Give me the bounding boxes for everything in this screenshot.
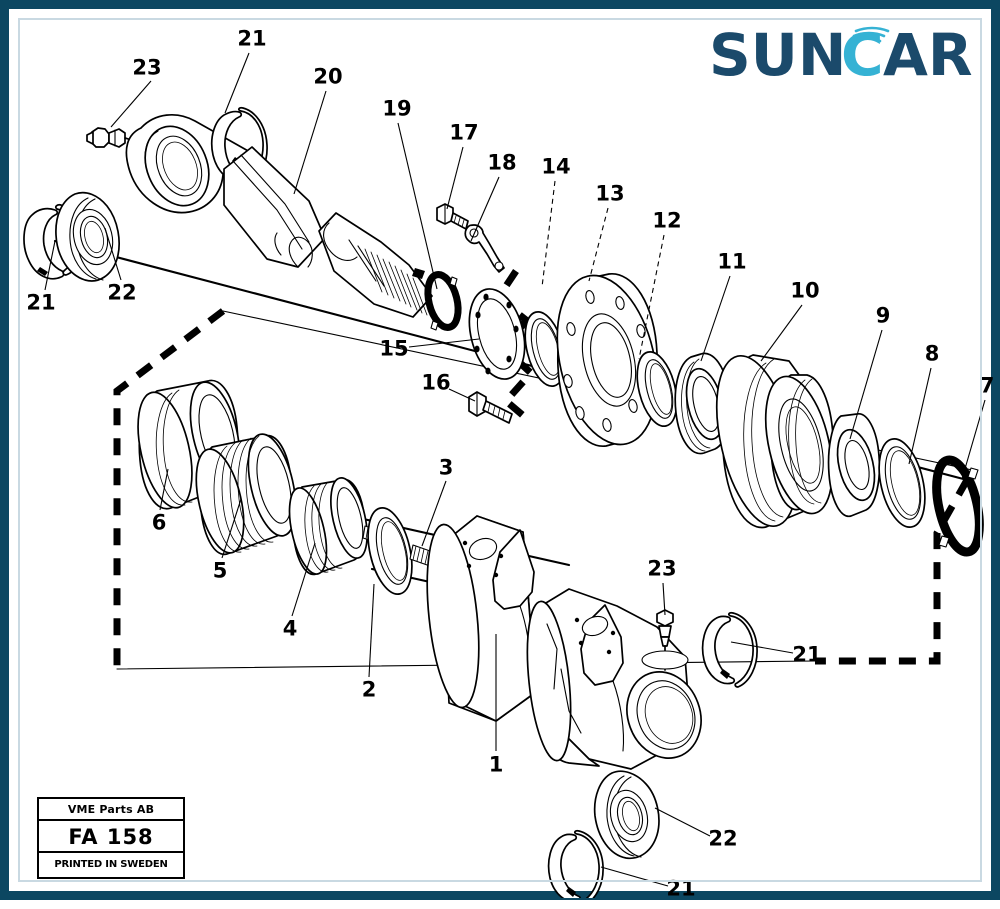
parts-diagram-canvas: .ln{fill:none;stroke:#000;stroke-width:1… — [23, 52, 986, 898]
callout-20: 20 — [313, 64, 343, 89]
part-16-bolt — [468, 391, 513, 424]
callout-23-lower: 23 — [647, 556, 677, 581]
title-block-company: VME Parts AB — [39, 799, 183, 821]
callout-4: 4 — [282, 616, 298, 641]
callout-21-right: 21 — [792, 642, 822, 667]
part-15-gasket-ring — [468, 288, 526, 380]
callout-9: 9 — [875, 303, 891, 328]
callout-11: 11 — [717, 249, 747, 274]
part-21-snap-ring-d — [547, 829, 604, 898]
callout-1: 1 — [488, 752, 504, 777]
logo-text-sun: SUN — [709, 25, 846, 87]
callout-16: 16 — [421, 370, 451, 395]
part-23-grease-fitting-b — [641, 609, 689, 671]
part-8-backup-ring — [878, 438, 926, 528]
callout-leader-lines — [44, 52, 986, 887]
part-21-snap-ring-c — [701, 611, 758, 688]
callout-6: 6 — [151, 510, 167, 535]
callout-23: 23 — [132, 55, 162, 80]
logo-text-ar: AR — [883, 25, 973, 87]
rod-thread-detail — [364, 248, 428, 316]
title-block: VME Parts AB FA 158 PRINTED IN SWEDEN — [37, 797, 185, 879]
callout-19: 19 — [382, 96, 412, 121]
title-block-printed: PRINTED IN SWEDEN — [54, 859, 168, 870]
callout-7: 7 — [979, 373, 995, 398]
callout-2: 2 — [361, 677, 377, 702]
part-2-wiper-ring — [367, 507, 413, 595]
title-block-drawing-number: FA 158 — [39, 821, 183, 853]
callout-3: 3 — [438, 455, 454, 480]
callout-22-bottom: 22 — [708, 826, 738, 851]
callout-22-left: 22 — [107, 280, 137, 305]
part-22-bearing-b — [593, 770, 660, 860]
callout-17: 17 — [449, 120, 479, 145]
callout-21-left: 21 — [26, 290, 56, 315]
suncar-logo: SUN C AR — [709, 21, 985, 89]
callout-15: 15 — [379, 336, 409, 361]
part-19-o-ring — [424, 271, 462, 331]
callout-13: 13 — [595, 181, 625, 206]
part-22-bearing-a — [55, 191, 120, 282]
part-20-piston-rod — [223, 146, 433, 318]
part-10-piston — [715, 354, 835, 529]
part-18-retainer-clip — [464, 224, 505, 273]
part-13-cylinder-head-flange — [556, 273, 659, 447]
part-7-o-ring — [932, 455, 984, 557]
part-14-seal-ring — [524, 311, 566, 387]
callout-10: 10 — [790, 278, 820, 303]
callout-18: 18 — [487, 150, 517, 175]
suncar-logo-svg: SUN C AR — [709, 21, 973, 89]
part-12-seal-ring — [636, 351, 678, 427]
callout-21-bottom: 21 — [666, 876, 696, 901]
callout-14: 14 — [541, 154, 571, 179]
callout-5: 5 — [212, 558, 228, 583]
callout-12: 12 — [652, 208, 682, 233]
part-1-cylinder-tube — [426, 515, 702, 770]
callout-8: 8 — [924, 341, 940, 366]
part-4-seal-stack — [288, 477, 382, 576]
part-17-bolt — [436, 203, 469, 230]
part-9-spacer — [827, 413, 881, 518]
sun-rays-icon — [850, 26, 890, 43]
part-5-seal-ribbed — [195, 433, 297, 555]
callout-21: 21 — [237, 26, 267, 51]
